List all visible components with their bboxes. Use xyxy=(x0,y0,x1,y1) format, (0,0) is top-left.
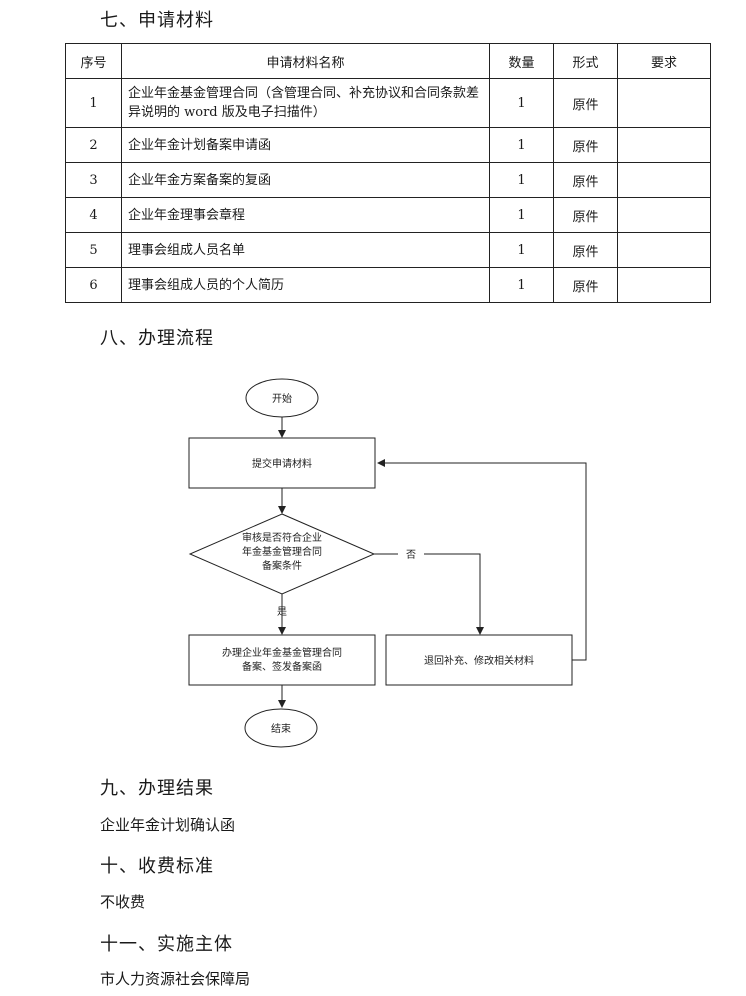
row-form: 原件 xyxy=(553,127,618,163)
row-no: 2 xyxy=(65,127,122,163)
row-name: 理事会组成人员名单 xyxy=(121,232,490,268)
materials-table: 序号 申请材料名称 数量 形式 要求 1 企业年金基金管理合同（含管理合同、补充… xyxy=(65,43,711,303)
row-qty: 1 xyxy=(489,197,554,233)
row-name: 企业年金计划备案申请函 xyxy=(121,127,490,163)
row-form: 原件 xyxy=(553,232,618,268)
row-requirement xyxy=(617,197,711,233)
row-name: 理事会组成人员的个人简历 xyxy=(121,267,490,303)
end-label: 结束 xyxy=(271,722,291,735)
submit-label: 提交申请材料 xyxy=(252,457,312,470)
review-label-line1: 审核是否符合企业 xyxy=(242,531,322,544)
table-row: 1 企业年金基金管理合同（含管理合同、补充协议和合同条款差异说明的 word 版… xyxy=(65,78,711,128)
row-name: 企业年金理事会章程 xyxy=(121,197,490,233)
review-label-line2: 年金基金管理合同 xyxy=(242,545,322,558)
fee-text: 不收费 xyxy=(100,893,146,911)
row-form: 原件 xyxy=(553,162,618,198)
section-title-agency: 十一、实施主体 xyxy=(100,934,233,955)
row-no: 6 xyxy=(65,267,122,303)
row-name: 企业年金方案备案的复函 xyxy=(121,162,490,198)
table-row: 4 企业年金理事会章程 1 原件 xyxy=(65,197,711,233)
start-label: 开始 xyxy=(272,392,292,405)
process-label-line1: 办理企业年金基金管理合同 xyxy=(222,646,342,659)
yes-label: 是 xyxy=(277,606,287,618)
table-header-row: 序号 申请材料名称 数量 形式 要求 xyxy=(65,43,711,79)
table-row: 2 企业年金计划备案申请函 1 原件 xyxy=(65,127,711,163)
row-form: 原件 xyxy=(553,197,618,233)
result-text: 企业年金计划确认函 xyxy=(100,816,236,834)
section-title-result: 九、办理结果 xyxy=(100,778,214,799)
table-row: 6 理事会组成人员的个人简历 1 原件 xyxy=(65,267,711,303)
no-label: 否 xyxy=(406,549,416,561)
row-requirement xyxy=(617,162,711,198)
table-row: 5 理事会组成人员名单 1 原件 xyxy=(65,232,711,268)
row-form: 原件 xyxy=(553,78,618,128)
row-form: 原件 xyxy=(553,267,618,303)
header-qty: 数量 xyxy=(489,43,554,79)
row-requirement xyxy=(617,127,711,163)
row-qty: 1 xyxy=(489,232,554,268)
section-title-fee: 十、收费标准 xyxy=(100,856,214,877)
process-node xyxy=(188,634,376,686)
row-requirement xyxy=(617,78,711,128)
process-flowchart: 开始 提交申请材料 审核是否符合企业 年金基金管理合同 备案条件 是 否 办理企… xyxy=(188,378,587,748)
header-requirement: 要求 xyxy=(617,43,711,79)
row-no: 4 xyxy=(65,197,122,233)
row-qty: 1 xyxy=(489,267,554,303)
header-form: 形式 xyxy=(553,43,618,79)
process-label-line2: 备案、签发备案函 xyxy=(242,660,322,673)
review-label-line3: 备案条件 xyxy=(262,559,302,572)
row-no: 3 xyxy=(65,162,122,198)
section-title-materials: 七、申请材料 xyxy=(100,10,214,31)
row-requirement xyxy=(617,232,711,268)
row-qty: 1 xyxy=(489,78,554,128)
row-qty: 1 xyxy=(489,162,554,198)
row-requirement xyxy=(617,267,711,303)
header-name: 申请材料名称 xyxy=(121,43,490,79)
end-node xyxy=(244,708,318,748)
row-name: 企业年金基金管理合同（含管理合同、补充协议和合同条款差异说明的 word 版及电… xyxy=(121,78,490,128)
section-title-process: 八、办理流程 xyxy=(100,328,214,349)
row-no: 1 xyxy=(65,78,122,128)
row-qty: 1 xyxy=(489,127,554,163)
header-no: 序号 xyxy=(65,43,122,79)
agency-text: 市人力资源社会保障局 xyxy=(100,970,251,988)
row-no: 5 xyxy=(65,232,122,268)
table-row: 3 企业年金方案备案的复函 1 原件 xyxy=(65,162,711,198)
return-label: 退回补充、修改相关材料 xyxy=(424,654,534,667)
